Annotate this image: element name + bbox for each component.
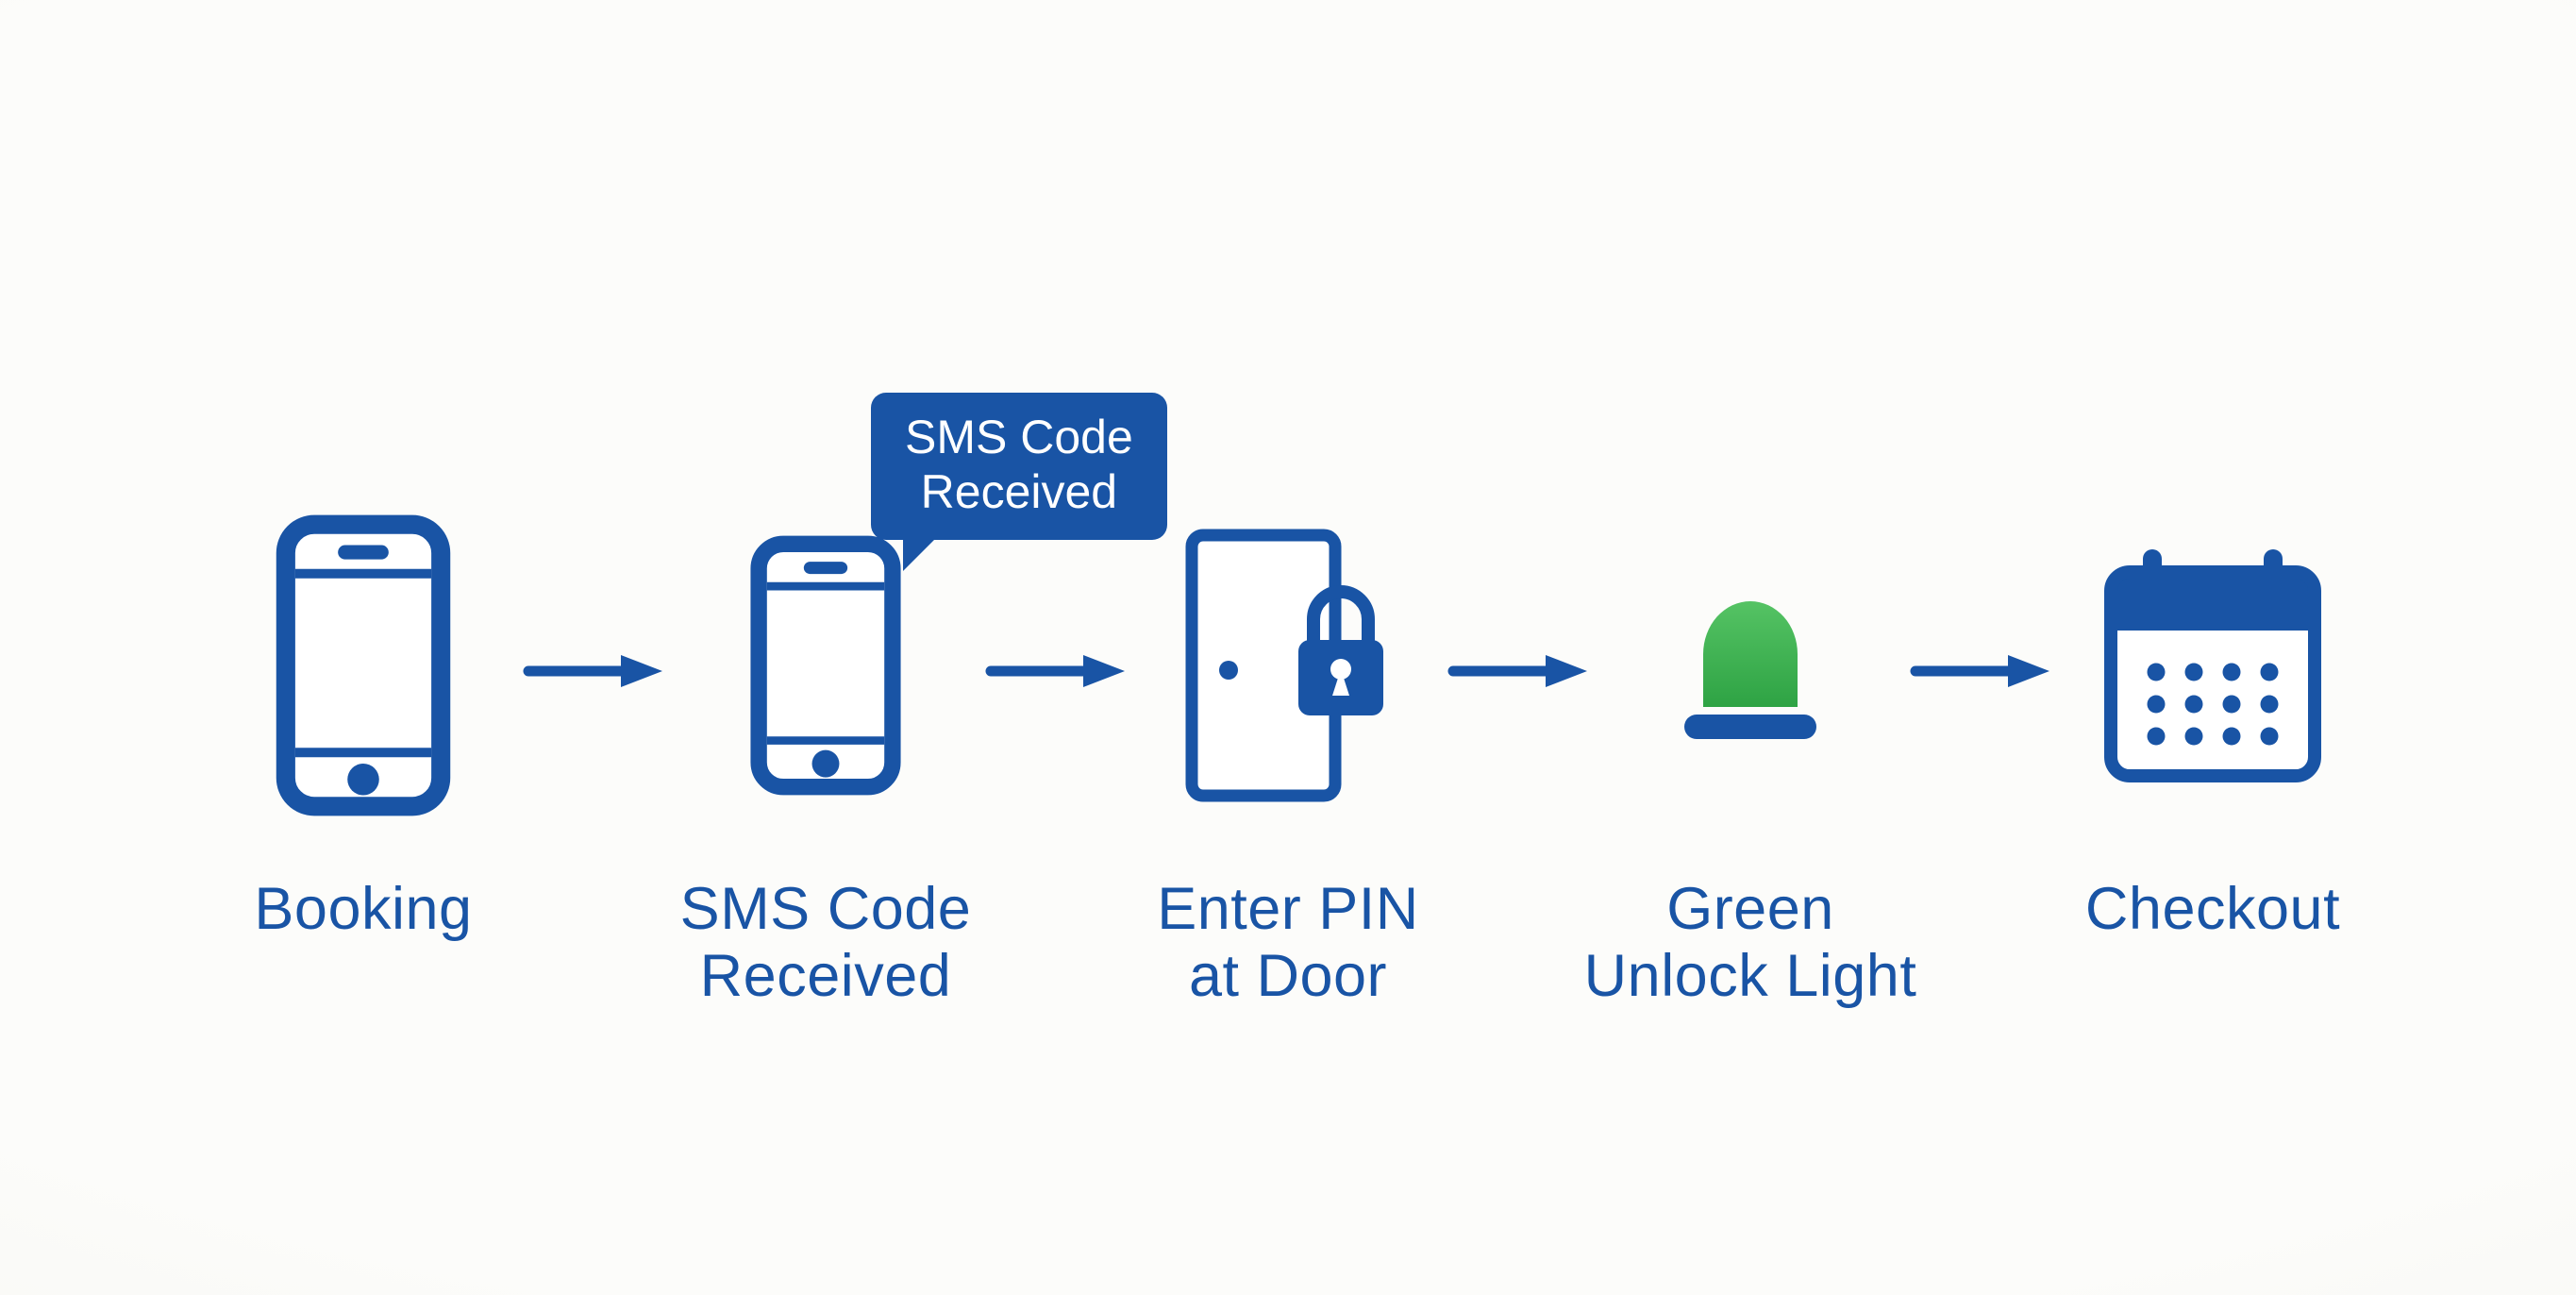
flow-arrow-icon [1439,515,1599,827]
sms-code-bubble: SMS Code Received [871,393,1167,571]
flow-row: Booking SMS Code Received [0,393,2576,1009]
flow-arrow-icon [1901,515,2062,827]
step-label-green-light: Green Unlock Light [1584,876,1917,1009]
bubble-line: SMS Code [905,411,1133,463]
step-label-line: Booking [254,876,473,942]
smartphone-icon [275,510,452,821]
flow-arrow-icon [977,515,1137,827]
step-booking: Booking [212,510,514,943]
calendar-icon [2101,510,2324,821]
flow-arrow-icon [514,515,675,827]
step-label-line: Received [699,942,952,1009]
green-beacon-icon [1680,510,1821,821]
step-label-booking: Booking [254,876,472,943]
step-label-line: Enter PIN [1157,876,1419,942]
step-label-checkout: Checkout [2085,876,2340,943]
door-padlock-icon [1185,510,1391,821]
step-enter-pin-at-door: Enter PIN at Door [1137,510,1439,1009]
step-label-line: Green [1666,876,1834,942]
step-label-line: SMS Code [679,876,972,942]
step-checkout: Checkout [2062,510,2364,943]
step-green-unlock-light: Green Unlock Light [1584,510,1916,1009]
step-sms-code-received: SMS Code Received SMS Code Received [675,393,1167,1009]
bubble-line: Received [920,465,1118,518]
step-label-line: Checkout [2084,876,2341,942]
step-label-enter-pin: Enter PIN at Door [1157,876,1419,1009]
step-label-sms-code: SMS Code Received [680,876,972,1009]
step-label-line: Unlock Light [1583,942,1917,1009]
step-label-line: at Door [1188,942,1388,1009]
smartphone-icon [749,510,902,821]
